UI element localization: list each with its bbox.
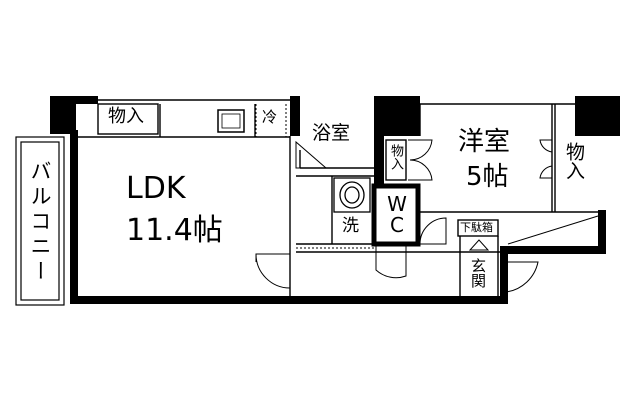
balcony bbox=[15, 136, 65, 306]
room-entrance-name: 玄関 bbox=[469, 258, 487, 288]
room-toilet-name: WC bbox=[387, 192, 407, 237]
fridge-label: 冷 bbox=[262, 108, 278, 126]
room-western-name: 洋室 bbox=[458, 127, 511, 157]
walls bbox=[50, 96, 620, 304]
shoe-box-label: 下駄箱 bbox=[460, 221, 493, 234]
room-ldk-name: LDK bbox=[126, 171, 186, 206]
storage-small-label: 物入 bbox=[388, 144, 403, 170]
room-western-size: 5帖 bbox=[466, 162, 509, 192]
storage-ldk-label: 物入 bbox=[108, 106, 144, 127]
wash-basin bbox=[333, 177, 371, 213]
storage-western-label: 物入 bbox=[563, 142, 585, 180]
room-ldk-size: 11.4帖 bbox=[126, 213, 223, 248]
washer-label: 洗 bbox=[342, 216, 359, 236]
interior-lines bbox=[78, 99, 598, 296]
room-bath-name: 浴室 bbox=[312, 122, 351, 144]
dashed-lines bbox=[255, 104, 374, 249]
doors bbox=[255, 139, 599, 293]
balcony-label: バルコニー bbox=[28, 160, 52, 285]
kitchen-sink bbox=[217, 109, 245, 133]
